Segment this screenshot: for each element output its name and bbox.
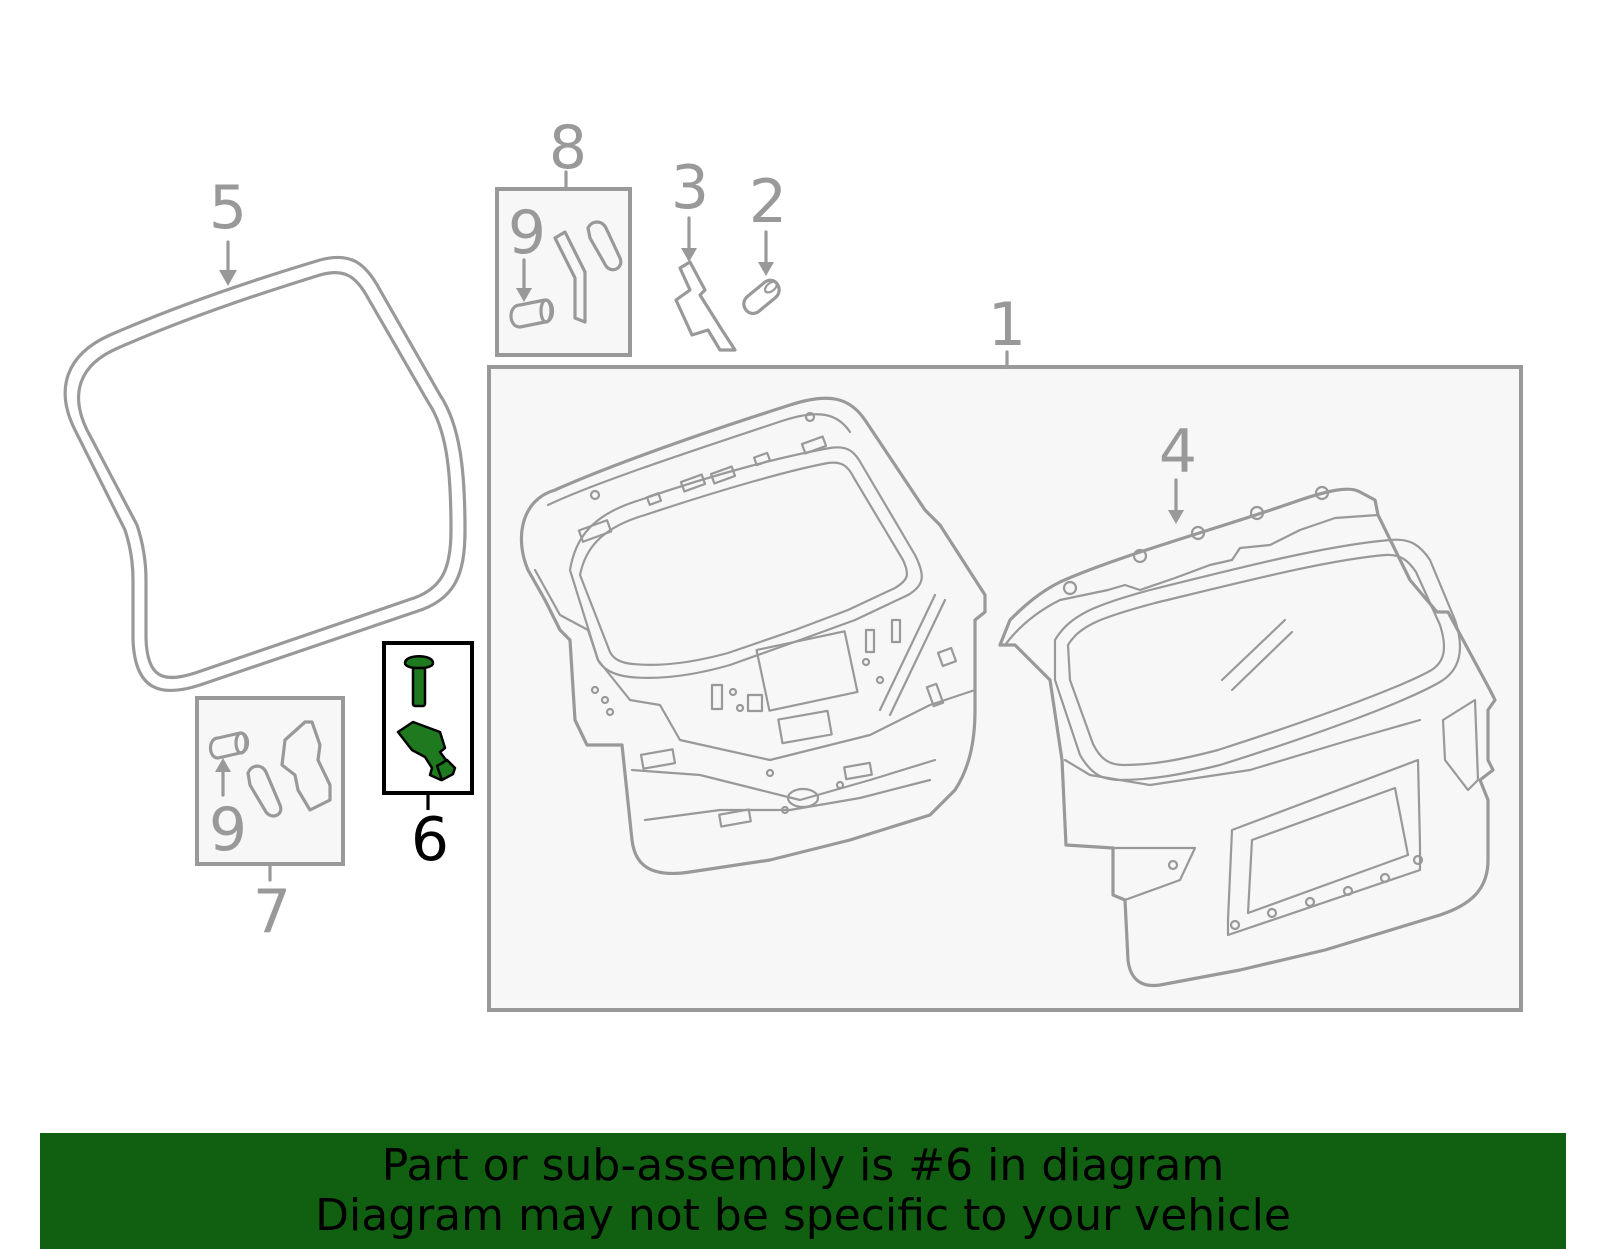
callout-2: 2 [749,167,787,276]
callout-4-label: 4 [1159,417,1197,487]
callout-6-label: 6 [411,805,449,875]
part-8-hinge-kit[interactable] [495,187,632,357]
part-2-bumper[interactable] [742,278,781,315]
part-5-weatherstrip[interactable] [63,255,467,693]
part-6-highlighted[interactable] [382,641,474,795]
part-7-hinge-kit[interactable] [195,696,345,866]
callout-1-label: 1 [988,290,1026,360]
callout-3-label: 3 [671,153,709,223]
info-banner: Part or sub-assembly is #6 in diagram Di… [40,1133,1566,1249]
callout-3: 3 [671,153,709,262]
callout-2-label: 2 [749,167,787,237]
callout-9-lower: 9 [209,758,247,865]
callout-5: 5 [209,173,247,286]
callout-7-label: 7 [253,877,291,947]
callout-9-upper-label: 9 [508,198,546,268]
callout-8: 8 [549,113,587,191]
callout-7: 7 [253,862,291,947]
banner-line-2: Diagram may not be specific to your vehi… [315,1190,1291,1241]
part-4-liftgate-outer[interactable] [998,485,1497,988]
liftgate-inner-frame [519,396,987,875]
part-3-bracket[interactable] [674,260,737,352]
callout-5-label: 5 [209,173,247,243]
part-1-liftgate-assembly[interactable] [487,365,1523,1012]
callout-9-upper: 9 [508,198,546,302]
callout-1: 1 [988,290,1026,369]
banner-line-1: Part or sub-assembly is #6 in diagram [381,1140,1225,1191]
callout-9-lower-label: 9 [209,795,247,865]
callout-6: 6 [411,793,449,875]
callout-4: 4 [1159,417,1197,524]
callout-8-label: 8 [549,113,587,183]
